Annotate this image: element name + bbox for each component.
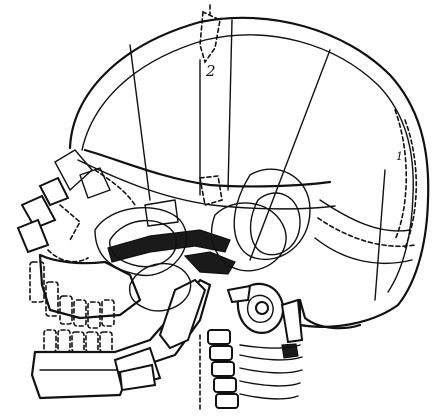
sphenoid-block (145, 200, 178, 226)
occipital-band-3 (320, 200, 410, 231)
mandible-ramus (160, 280, 205, 348)
mastoid-process (282, 300, 302, 342)
label-region-back: 1 (396, 150, 403, 163)
label-region-top: 2 (205, 62, 216, 80)
cervical-vertebrae (200, 330, 238, 410)
cranial-vault-outline (70, 18, 428, 327)
coronal-line-3 (228, 20, 232, 190)
parietal-line (250, 50, 330, 260)
ethmoid-dashed (95, 170, 135, 205)
maxilla (40, 255, 140, 318)
zygomatic-process (185, 252, 235, 274)
temporal-loop-6 (212, 203, 287, 271)
lower-teeth (44, 330, 112, 352)
occipital-band-5 (315, 238, 412, 263)
nasal-dashed-1 (60, 205, 80, 240)
sphenoid-dashed (200, 176, 222, 205)
occipital-condyle (228, 286, 250, 302)
upper-teeth (30, 262, 114, 328)
temporal-loop-5 (251, 193, 300, 255)
ear-center (256, 302, 268, 314)
occipital-divider (375, 170, 385, 300)
coronal-line-1 (130, 45, 150, 200)
orbit-band-upper (85, 150, 330, 186)
